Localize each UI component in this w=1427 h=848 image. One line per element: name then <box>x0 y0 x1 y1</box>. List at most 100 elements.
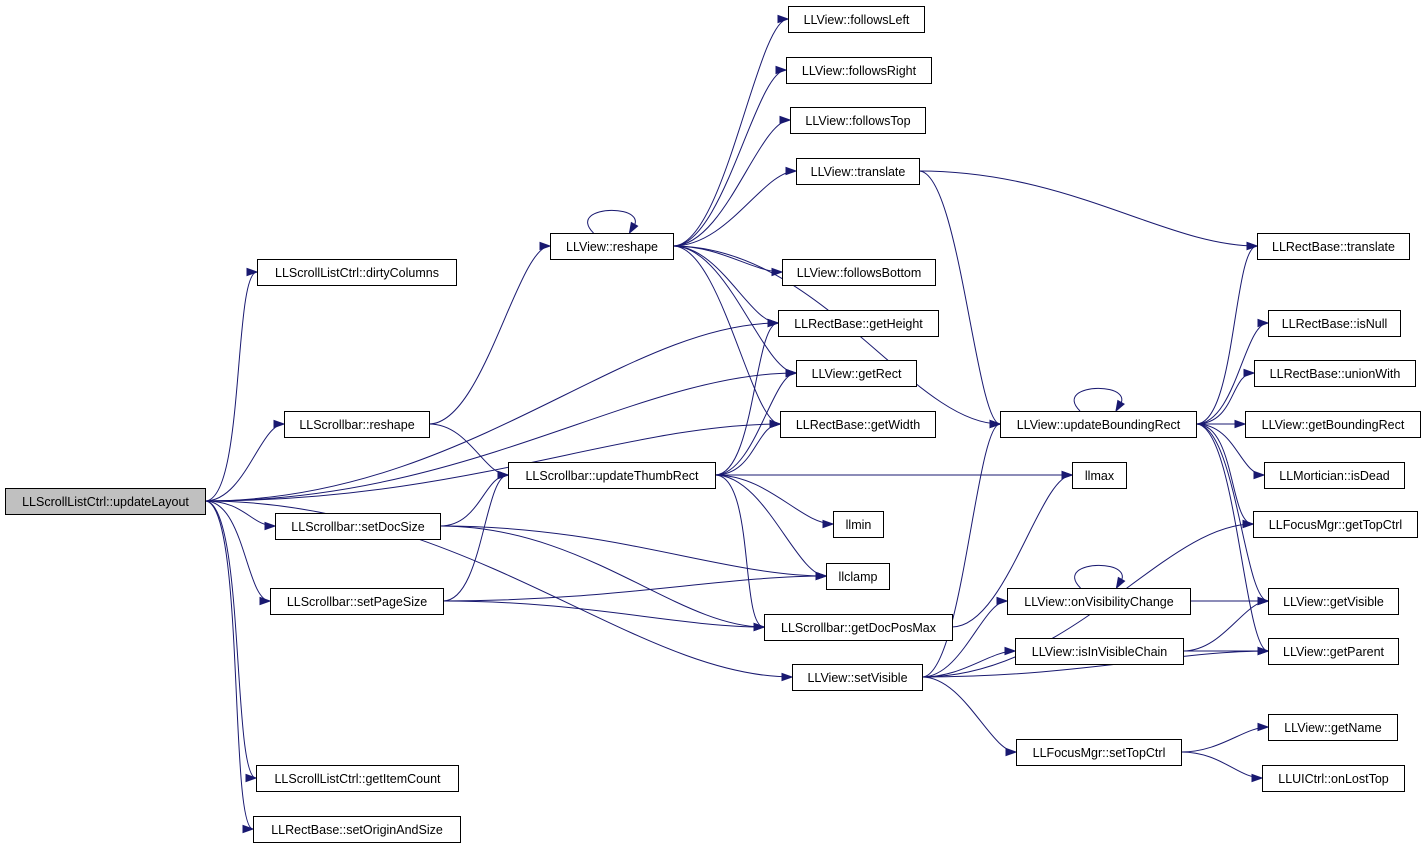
node-followsBottom[interactable]: LLView::followsBottom <box>782 259 936 286</box>
call-edge-root-setPageSize <box>204 500 272 606</box>
node-isNull[interactable]: LLRectBase::isNull <box>1268 310 1401 337</box>
edge-arrowhead <box>777 14 790 24</box>
node-viewReshape[interactable]: LLView::reshape <box>550 233 674 260</box>
node-getVisible[interactable]: LLView::getVisible <box>1268 588 1399 615</box>
edge-line <box>587 209 636 234</box>
node-llmax[interactable]: llmax <box>1072 462 1127 489</box>
node-followsTop[interactable]: LLView::followsTop <box>790 107 926 134</box>
edge-line <box>1195 423 1254 525</box>
node-getBoundingRect[interactable]: LLView::getBoundingRect <box>1245 411 1421 438</box>
node-isInVisibleChain[interactable]: LLView::isInVisibleChain <box>1015 638 1184 665</box>
edge-arrowhead <box>242 824 255 834</box>
call-edge-getDocPosMax-llmax <box>951 470 1074 628</box>
edge-arrowhead <box>767 318 780 328</box>
call-edge-updateBoundingRect-isNull <box>1195 318 1270 425</box>
node-setPageSize[interactable]: LLScrollbar::setPageSize <box>270 588 444 615</box>
edge-line <box>428 245 551 425</box>
node-box <box>1016 739 1182 766</box>
call-edge-setPageSize-getDocPosMax <box>442 600 766 632</box>
call-edge-updateBoundingRect-getBoundingRect <box>1196 419 1247 429</box>
call-edge-viewReshape-followsLeft <box>672 14 790 247</box>
edge-arrowhead <box>1251 773 1264 783</box>
edge-line <box>921 650 1016 678</box>
edge-line <box>1073 387 1123 412</box>
edge-line <box>204 423 285 502</box>
node-box <box>1253 511 1418 538</box>
node-label: LLScrollbar::updateThumbRect <box>525 469 699 483</box>
node-label: LLRectBase::translate <box>1272 240 1395 254</box>
node-label: LLScrollbar::reshape <box>299 418 414 432</box>
edge-line <box>714 372 797 476</box>
node-label: llclamp <box>839 570 878 584</box>
node-setOriginAndSize[interactable]: LLRectBase::setOriginAndSize <box>253 816 461 843</box>
call-edge-viewReshape-followsBottom <box>672 245 784 277</box>
call-edge-root-getItemCount <box>204 500 258 783</box>
node-label: LLView::followsRight <box>802 64 917 78</box>
node-viewTranslate[interactable]: LLView::translate <box>796 158 920 185</box>
edge-arrowhead <box>815 571 828 581</box>
edge-line <box>672 18 789 247</box>
node-box <box>1264 462 1405 489</box>
node-box <box>275 513 441 540</box>
node-box <box>1254 360 1416 387</box>
node-label: LLScrollListCtrl::dirtyColumns <box>275 266 439 280</box>
node-label: LLRectBase::isNull <box>1282 317 1388 331</box>
node-label: LLView::getParent <box>1283 645 1385 659</box>
node-box <box>1268 310 1401 337</box>
edge-line <box>1195 423 1269 602</box>
node-getRect[interactable]: LLView::getRect <box>796 360 917 387</box>
node-setVisible[interactable]: LLView::setVisible <box>792 664 923 691</box>
node-getWidth[interactable]: LLRectBase::getWidth <box>780 411 936 438</box>
edge-line <box>439 525 827 577</box>
node-unionWith[interactable]: LLRectBase::unionWith <box>1254 360 1416 387</box>
node-label: LLView::getVisible <box>1283 595 1384 609</box>
node-updateBoundingRect[interactable]: LLView::updateBoundingRect <box>1000 411 1197 438</box>
call-edge-sbReshape-viewReshape <box>428 241 552 425</box>
node-getDocPosMax[interactable]: LLScrollbar::getDocPosMax <box>764 614 953 641</box>
node-box <box>1262 765 1405 792</box>
node-rectTranslate[interactable]: LLRectBase::translate <box>1257 233 1410 260</box>
node-label: LLView::reshape <box>566 240 658 254</box>
node-getName[interactable]: LLView::getName <box>1268 714 1398 741</box>
edge-line <box>921 423 1001 678</box>
edge-arrowhead <box>273 419 286 429</box>
call-edge-setVisible-setTopCtrl <box>921 676 1018 757</box>
call-edge-onVisibilityChange-onVisibilityChange <box>1074 564 1126 590</box>
node-getTopCtrl[interactable]: LLFocusMgr::getTopCtrl <box>1253 511 1418 538</box>
node-label: LLUICtrl::onLostTop <box>1278 772 1389 786</box>
node-label: LLView::translate <box>811 165 906 179</box>
edge-arrowhead <box>1004 646 1017 656</box>
edge-arrowhead <box>753 622 766 632</box>
node-dirtyColumns[interactable]: LLScrollListCtrl::dirtyColumns <box>257 259 457 286</box>
edge-arrowhead <box>989 419 1002 429</box>
node-onLostTop[interactable]: LLUICtrl::onLostTop <box>1262 765 1405 792</box>
node-isDead[interactable]: LLMortician::isDead <box>1264 462 1405 489</box>
node-box <box>778 310 939 337</box>
edge-arrowhead <box>779 115 792 125</box>
node-llclamp[interactable]: llclamp <box>826 563 890 590</box>
call-edge-updateBoundingRect-updateBoundingRect <box>1073 387 1125 413</box>
node-box <box>284 411 430 438</box>
node-root[interactable]: LLScrollListCtrl::updateLayout <box>5 488 206 515</box>
node-getParent[interactable]: LLView::getParent <box>1268 638 1399 665</box>
node-label: LLScrollbar::setDocSize <box>291 520 424 534</box>
node-followsRight[interactable]: LLView::followsRight <box>786 57 932 84</box>
node-getItemCount[interactable]: LLScrollListCtrl::getItemCount <box>256 765 459 792</box>
node-getHeight[interactable]: LLRectBase::getHeight <box>778 310 939 337</box>
node-label: LLFocusMgr::getTopCtrl <box>1269 518 1402 532</box>
node-setTopCtrl[interactable]: LLFocusMgr::setTopCtrl <box>1016 739 1182 766</box>
node-label: LLView::followsBottom <box>797 266 922 280</box>
node-box <box>782 259 936 286</box>
edge-line <box>672 170 797 247</box>
edge-arrowhead <box>1257 722 1270 732</box>
node-onVisibilityChange[interactable]: LLView::onVisibilityChange <box>1007 588 1191 615</box>
edge-line <box>1195 423 1269 652</box>
node-followsLeft[interactable]: LLView::followsLeft <box>788 6 925 33</box>
node-sbReshape[interactable]: LLScrollbar::reshape <box>284 411 430 438</box>
edge-arrowhead <box>1115 399 1125 413</box>
node-llmin[interactable]: llmin <box>833 511 884 538</box>
node-setDocSize[interactable]: LLScrollbar::setDocSize <box>275 513 441 540</box>
edge-arrowhead <box>775 65 788 75</box>
node-box <box>1007 588 1191 615</box>
node-updateThumbRect[interactable]: LLScrollbar::updateThumbRect <box>508 462 716 489</box>
